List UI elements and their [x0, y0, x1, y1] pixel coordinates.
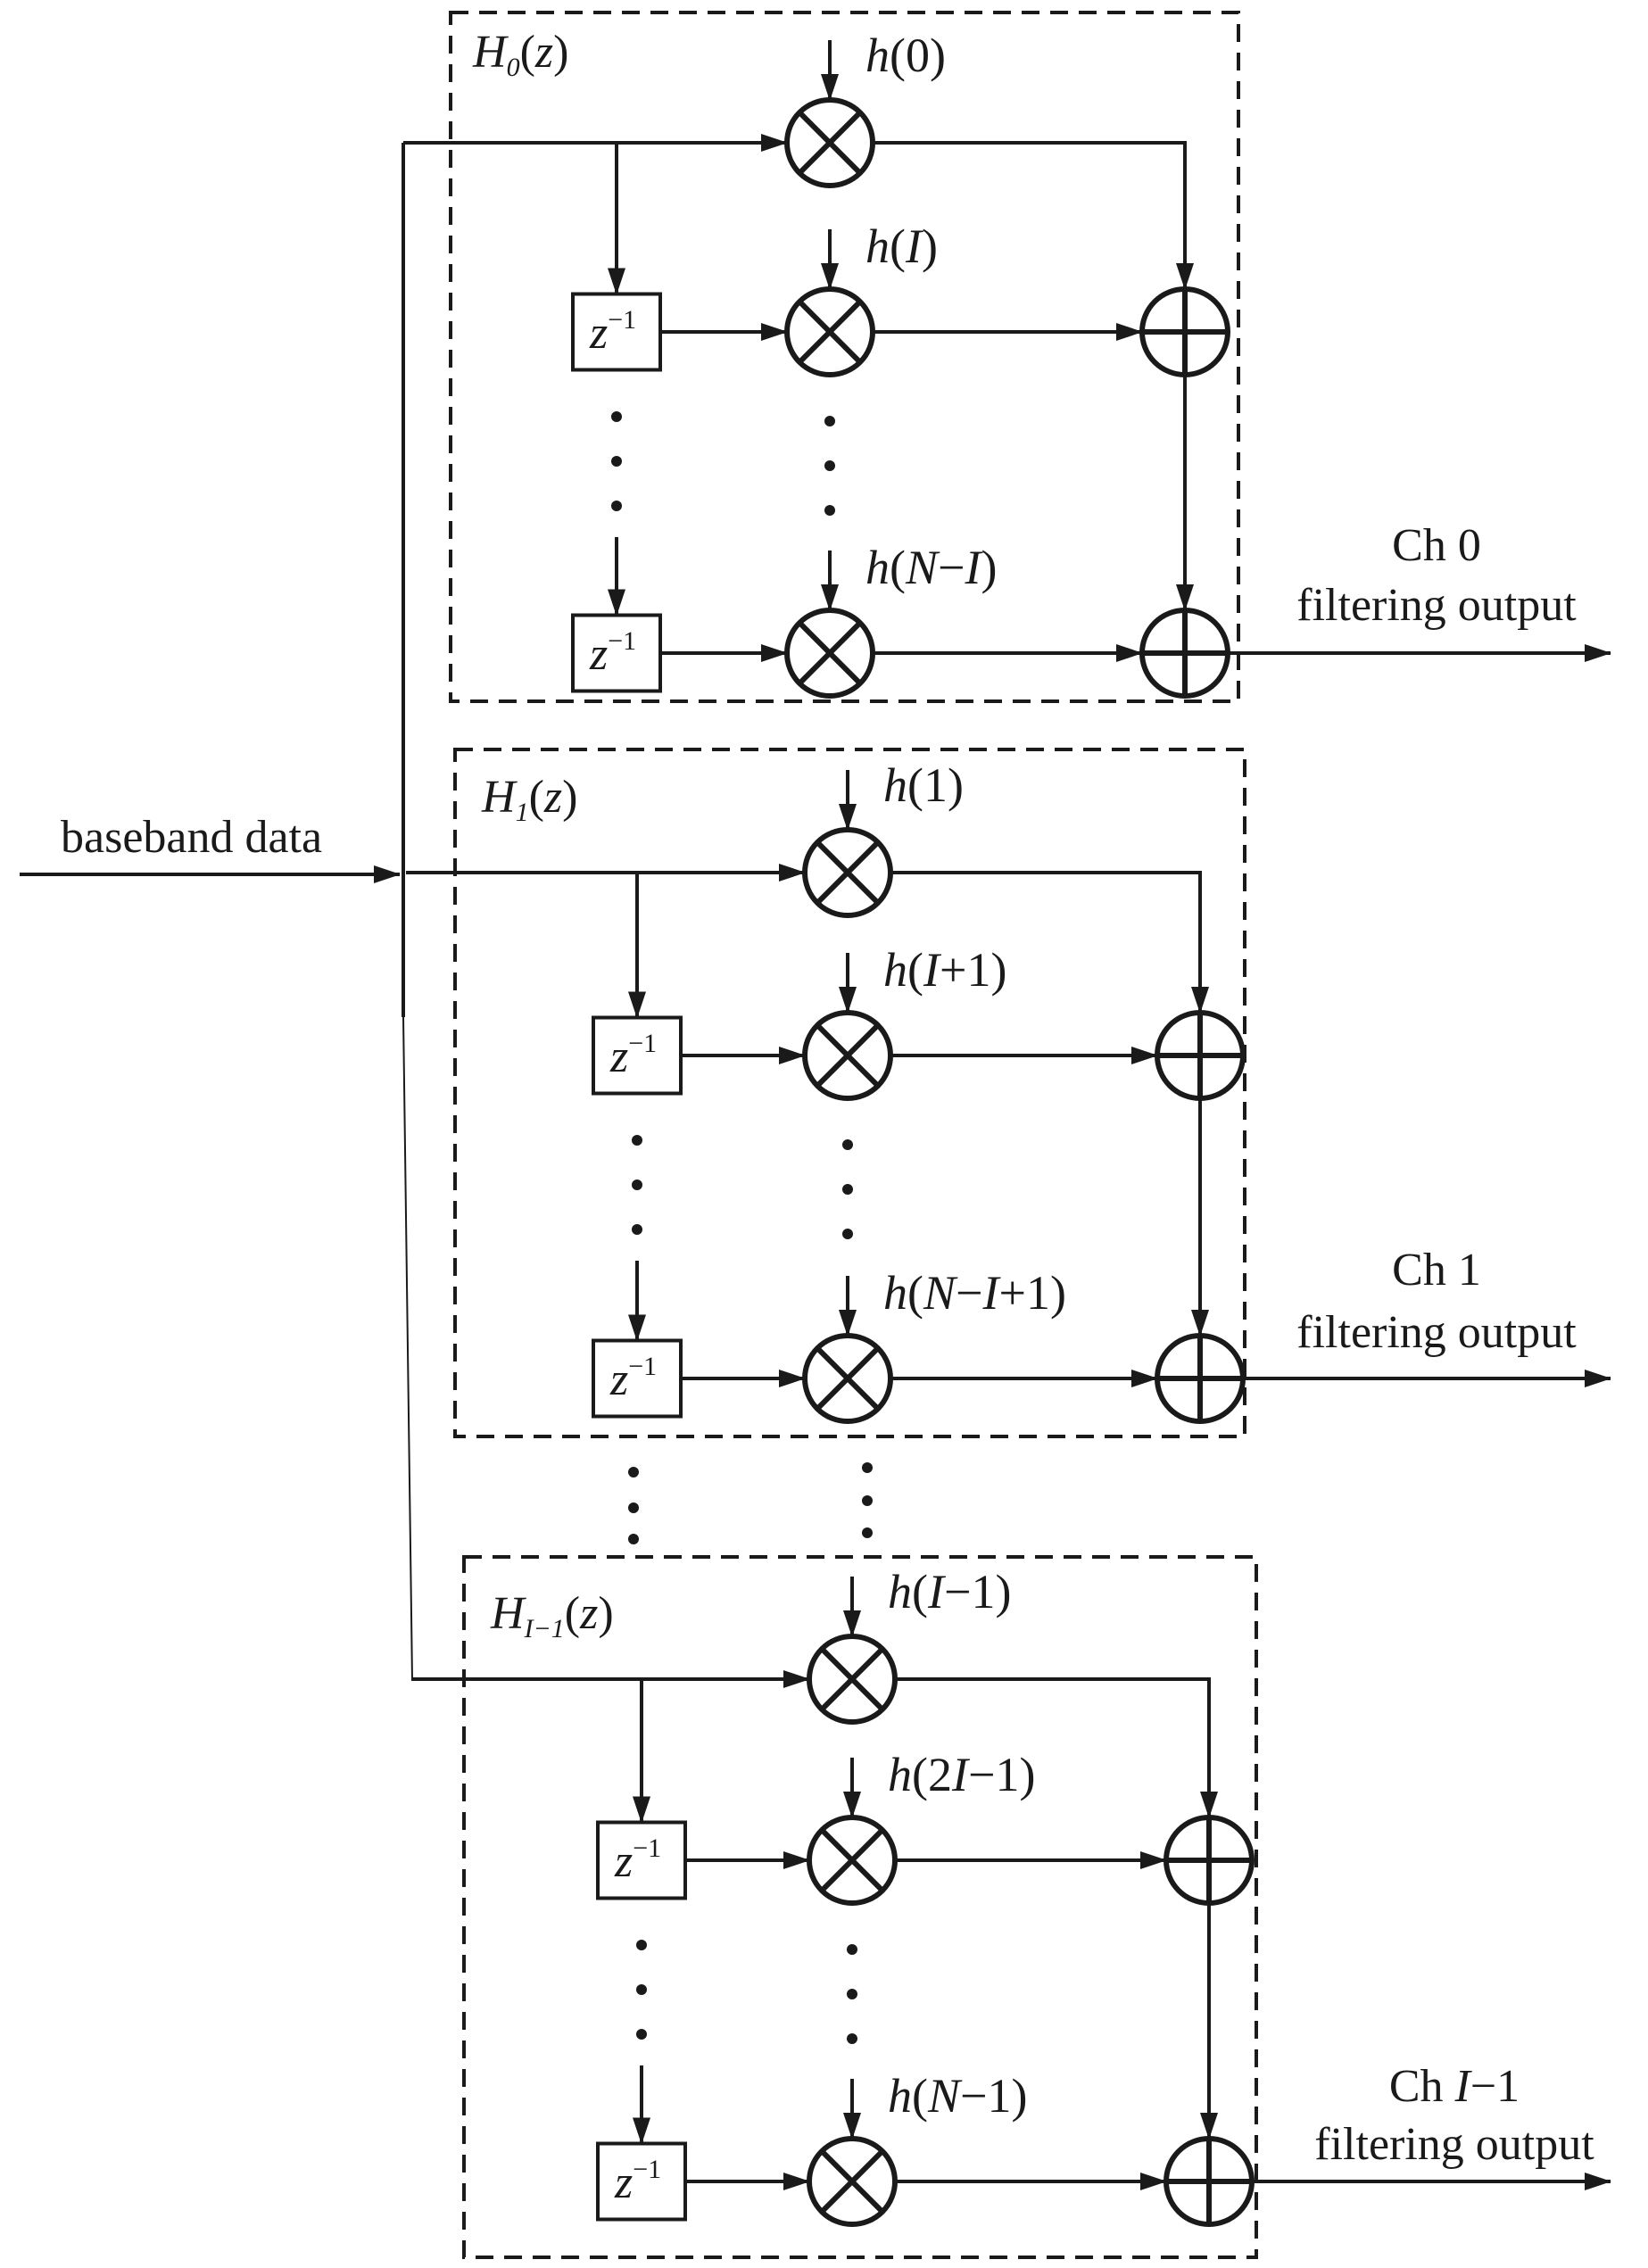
- mult-dot-2: [824, 505, 835, 516]
- filter-stages: H0(z) z−1 z−1 h(0) h(I) h(N−I) Ch 0 filtering o…: [403, 11, 1611, 2259]
- delay-box: [596, 2141, 687, 2222]
- sum-path-0: [895, 1677, 1218, 1818]
- delay-dot-1: [636, 1984, 647, 1995]
- multiplier-0: [802, 827, 893, 918]
- delay-box: [596, 1820, 687, 1900]
- output-label-line2: filtering output: [1296, 1307, 1577, 1358]
- coef-label-1: h(I): [865, 219, 938, 273]
- delay-label: z−1: [614, 1833, 661, 1887]
- delay-label: z−1: [589, 626, 636, 680]
- multiplier-1: [802, 1010, 893, 1101]
- delay-label: z−1: [614, 2155, 661, 2208]
- multiplier-cross-b: [820, 2149, 884, 2214]
- multiplier-1: [807, 1815, 898, 1906]
- multiplier-cross-b: [816, 1023, 880, 1088]
- filter-stage-1: H1(z) z−1 z−1 h(1) h(I+1) h(N−I+1) Ch 1 filteri…: [406, 748, 1611, 1438]
- delay-dot-2: [632, 1224, 642, 1235]
- coef-label-0: h(I−1): [888, 1565, 1011, 1618]
- mult-dot-1: [842, 1184, 853, 1195]
- stage-frame: [453, 748, 1246, 1438]
- stage-frame: [462, 1555, 1258, 2259]
- delay-block-1: z−1: [596, 1820, 687, 1900]
- mult-dot-1: [847, 1989, 857, 1999]
- multiplier-cross-b: [820, 1647, 884, 1711]
- input-label: baseband data: [61, 812, 322, 863]
- output-label-line1: Ch I−1: [1389, 2061, 1520, 2112]
- adder-2: [1155, 1333, 1246, 1424]
- adder-2: [1164, 2136, 1255, 2227]
- delay-dot-2: [636, 2029, 647, 2040]
- stage-ellipsis: [628, 1462, 873, 1544]
- delay-block-2: z−1: [596, 2141, 687, 2222]
- stage-frame: [449, 11, 1240, 703]
- mult-dot-1: [824, 460, 835, 471]
- coef-label-2: h(N−1): [888, 2069, 1027, 2123]
- adder-1: [1155, 1010, 1246, 1101]
- delay-dot-1: [611, 456, 622, 467]
- adder-1: [1139, 286, 1230, 377]
- delay-label: z−1: [609, 1029, 657, 1082]
- coef-label-1: h(I+1): [883, 943, 1006, 997]
- mult-dot-0: [847, 1944, 857, 1955]
- stage-label: HI−1(z): [490, 1588, 614, 1643]
- adder-1: [1164, 1815, 1255, 1906]
- input-bus-lower: [402, 1016, 413, 1682]
- delay-block-1: z−1: [571, 292, 662, 372]
- sum-path-0: [890, 871, 1209, 1014]
- filter-stage-2: HI−1(z) z−1 z−1 h(I−1) h(2I−1) h(N−1) Ch I−1 fi…: [412, 1555, 1611, 2259]
- mult-dot-2: [842, 1229, 853, 1239]
- output-label-line2: filtering output: [1314, 2119, 1594, 2170]
- multiplier-cross-b: [816, 840, 880, 905]
- delay-dot-0: [636, 1940, 647, 1950]
- delay-dot-2: [611, 501, 622, 511]
- mult-dot-0: [842, 1139, 853, 1150]
- delay-dot-0: [632, 1135, 642, 1146]
- delay-box: [592, 1338, 683, 1419]
- filter-stage-0: H0(z) z−1 z−1 h(0) h(I) h(N−I) Ch 0 filtering o…: [403, 11, 1611, 703]
- delay-block-2: z−1: [592, 1338, 683, 1419]
- multiplier-cross-b: [798, 621, 862, 685]
- stage-label: H0(z): [472, 27, 568, 82]
- multiplier-0: [784, 97, 875, 188]
- mult-dot-2: [847, 2033, 857, 2044]
- delay-dot-1: [632, 1180, 642, 1190]
- delay-label: z−1: [589, 305, 636, 359]
- coef-label-0: h(1): [883, 758, 964, 812]
- multiplier-2: [807, 2136, 898, 2227]
- multiplier-cross-b: [798, 111, 862, 175]
- coef-label-1: h(2I−1): [888, 1748, 1035, 1801]
- output-label-line2: filtering output: [1296, 580, 1577, 631]
- multiplier-0: [807, 1634, 898, 1725]
- multiplier-cross-b: [820, 1828, 884, 1892]
- sum-path-0: [873, 141, 1194, 290]
- coef-label-0: h(0): [865, 29, 946, 82]
- coef-label-2: h(N−I): [865, 541, 997, 594]
- adder-2: [1139, 608, 1230, 699]
- multiplier-cross-b: [798, 300, 862, 364]
- stage-label: H1(z): [481, 772, 577, 827]
- multiplier-2: [802, 1333, 893, 1424]
- multiplier-1: [784, 286, 875, 377]
- mult-dot-0: [824, 416, 835, 426]
- delay-label: z−1: [609, 1352, 657, 1405]
- multiplier-cross-b: [816, 1346, 880, 1411]
- multiplier-2: [784, 608, 875, 699]
- output-label-line1: Ch 0: [1392, 520, 1481, 571]
- delay-block-2: z−1: [571, 613, 662, 693]
- delay-dot-0: [611, 411, 622, 422]
- output-label-line1: Ch 1: [1392, 1245, 1481, 1295]
- delay-block-1: z−1: [592, 1015, 683, 1096]
- delay-box: [571, 292, 662, 372]
- coef-label-2: h(N−I+1): [883, 1266, 1066, 1320]
